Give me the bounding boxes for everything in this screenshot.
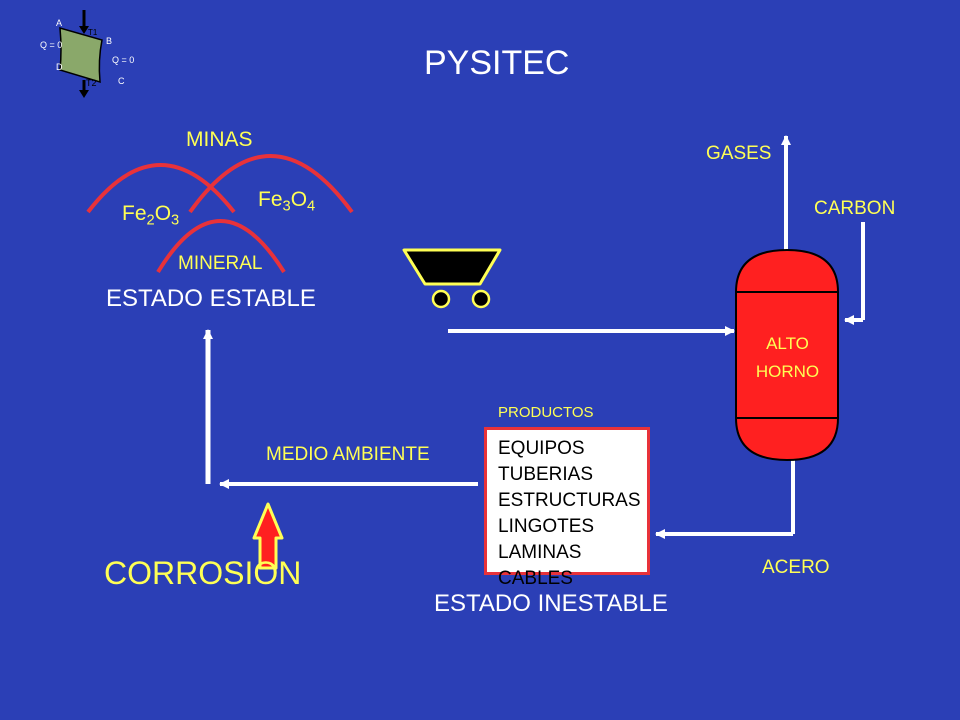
mine-cart-icon	[402, 248, 502, 309]
cycle-label-t1: T1	[88, 28, 98, 37]
cycle-label-t2: T2	[86, 78, 97, 88]
environment-label: MEDIO AMBIENTE	[266, 444, 430, 465]
product-item: ESTRUCTURAS	[498, 490, 641, 511]
mines-curves	[86, 154, 354, 274]
product-item: LINGOTES	[498, 516, 595, 537]
corrosion-label: CORROSION	[104, 555, 302, 591]
steel-label: ACERO	[762, 557, 830, 578]
page-title: PYSITEC	[424, 44, 570, 82]
mines-label: MINAS	[186, 128, 253, 151]
cycle-icon	[59, 10, 103, 98]
cycle-label-q-right: Q = 0	[112, 55, 135, 65]
gases-label: GASES	[706, 143, 772, 164]
cycle-label-d: D	[56, 62, 63, 72]
product-item: LAMINAS	[498, 542, 582, 563]
corrosion-arrow-icon	[252, 502, 284, 570]
product-item: TUBERIAS	[498, 464, 594, 485]
cycle-label-q-left: Q = 0	[40, 40, 63, 50]
blast-furnace	[735, 248, 839, 462]
furnace-label-line1: ALTO	[766, 334, 809, 353]
products-box: EQUIPOS TUBERIAS ESTRUCTURAS LINGOTES LA…	[484, 427, 650, 589]
oxide-fe3o4-label: Fe3O4	[258, 188, 316, 215]
product-item: EQUIPOS	[498, 438, 585, 459]
curve-mineral	[156, 219, 286, 274]
curve-fe3o4	[188, 154, 354, 214]
stable-state-label: ESTADO ESTABLE	[106, 285, 316, 312]
cycle-label-a: A	[56, 18, 63, 28]
furnace-label-line2: HORNO	[755, 362, 820, 381]
unstable-state-label: ESTADO INESTABLE	[434, 590, 668, 617]
oxide-fe2o3-label: Fe2O3	[122, 202, 180, 229]
cycle-label-b: B	[106, 36, 113, 46]
product-item: CABLES	[498, 568, 573, 589]
products-list: EQUIPOS TUBERIAS ESTRUCTURAS LINGOTES LA…	[498, 436, 641, 592]
curve-fe2o3	[86, 163, 236, 214]
carbon-label: CARBON	[814, 198, 896, 219]
cycle-label-c: C	[118, 76, 125, 86]
products-title: PRODUCTOS	[498, 404, 594, 421]
mineral-label: MINERAL	[178, 253, 263, 274]
